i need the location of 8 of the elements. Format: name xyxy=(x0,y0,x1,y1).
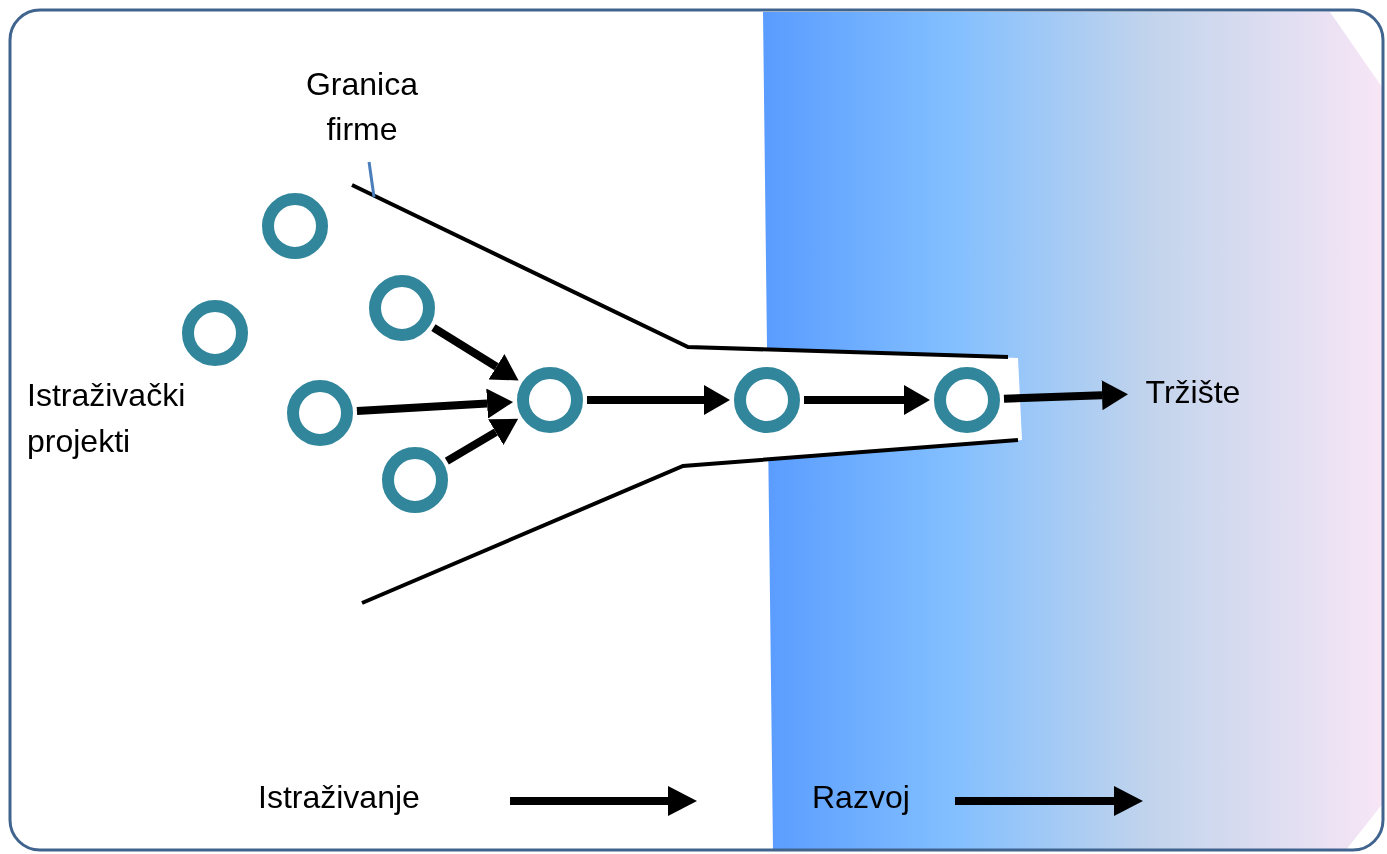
arrow xyxy=(587,385,730,415)
text-label: Istraživački projekti xyxy=(27,376,187,461)
arrow xyxy=(1003,380,1128,411)
text-label: Istraživanje xyxy=(258,778,421,817)
node-label: Tržište xyxy=(1145,373,1241,412)
leader-line xyxy=(367,161,376,198)
text-label: Razvoj xyxy=(812,778,911,817)
node-label: Granica firme xyxy=(304,65,419,149)
